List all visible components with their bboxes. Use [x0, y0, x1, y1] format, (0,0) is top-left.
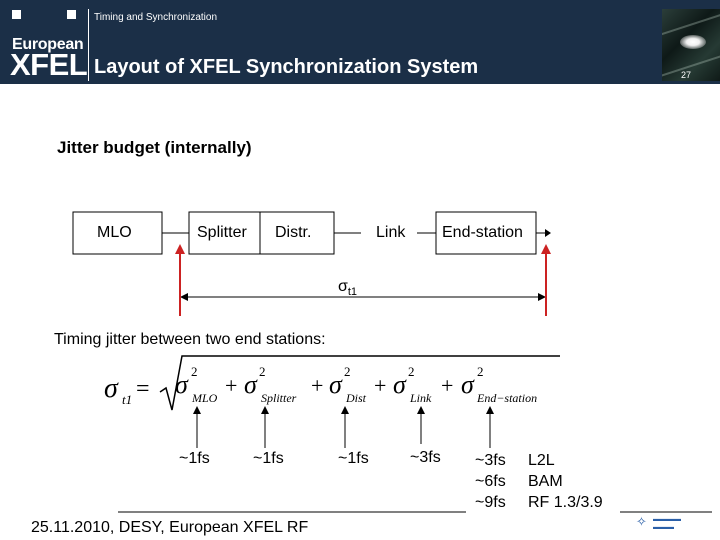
formula-lhs-sub: t1: [122, 392, 132, 407]
logo-text-big: XFEL: [10, 47, 88, 82]
term-sub-splitter: Splitter: [261, 391, 297, 405]
term-plus: +: [374, 373, 386, 398]
formula-equals: =: [136, 376, 150, 402]
logo-square: [12, 10, 21, 19]
formula-lhs: σ: [104, 373, 119, 404]
term-sigma: σ: [461, 370, 475, 399]
method-label: RF 1.3/3.9: [528, 494, 603, 511]
span-arrow-left: [180, 293, 188, 301]
estimate-link: ~3fs: [410, 449, 441, 466]
estimate-splitter: ~1fs: [253, 450, 284, 467]
photo-light: [680, 35, 706, 49]
term-sub-mlo: MLO: [191, 391, 218, 405]
slide-subtitle: Timing and Synchronization: [94, 12, 218, 23]
slide-title: Layout of XFEL Synchronization System: [94, 56, 479, 78]
term-sup: 2: [259, 364, 266, 379]
term-sup: 2: [477, 364, 484, 379]
term-sigma: σ: [244, 370, 258, 399]
title-panel: [88, 9, 663, 81]
block-label-link: Link: [376, 224, 406, 241]
estimate-end-station-list: ~3fs ~6fs ~9fs: [475, 450, 506, 513]
formula-intro: Timing jitter between two end stations:: [54, 331, 326, 348]
term-plus: +: [441, 373, 453, 398]
helmholtz-logo-mark: ▬▬▬▬▬▬▬: [653, 516, 681, 531]
header-photo: [662, 9, 720, 81]
pointer-arrowhead: [486, 406, 494, 414]
logo-square: [67, 10, 76, 19]
formula-terms: σ 2 MLO + σ 2 Splitter + σ 2 Dist + σ 2 …: [175, 364, 537, 405]
term-sub-end-station: End−station: [476, 391, 537, 405]
method-label: BAM: [528, 473, 563, 490]
logo-text-small: European: [12, 36, 84, 53]
term-plus: +: [311, 373, 323, 398]
estimate-dist: ~1fs: [338, 450, 369, 467]
term-sub-link: Link: [409, 391, 432, 405]
term-sup: 2: [344, 364, 351, 379]
formula-radical: [159, 355, 560, 411]
red-arrowhead: [541, 244, 551, 254]
footer-text: 25.11.2010, DESY, European XFEL RF: [31, 519, 309, 536]
term-plus: +: [225, 373, 237, 398]
term-sub-dist: Dist: [345, 391, 367, 405]
span-arrow-right: [538, 293, 546, 301]
estimate-mlo: ~1fs: [179, 450, 210, 467]
end-station-method-list: L2L BAM RF 1.3/3.9: [528, 450, 603, 513]
pointer-arrowhead: [341, 406, 349, 414]
section-heading: Jitter budget (internally): [57, 138, 252, 157]
sigma-subscript: t1: [347, 286, 358, 299]
helmholtz-logo-icon: ✧: [636, 514, 647, 529]
sigma-symbol: σ: [338, 278, 348, 295]
pointer-arrowhead: [261, 406, 269, 414]
term-sup: 2: [191, 364, 198, 379]
block-label-splitter: Splitter: [197, 224, 247, 241]
block-label-distr: Distr.: [275, 224, 312, 241]
term-sigma: σ: [175, 370, 189, 399]
output-arrow: [545, 229, 551, 237]
sigma-t1-label: σt1: [338, 278, 357, 298]
term-sigma: σ: [393, 370, 407, 399]
end-station-value: ~9fs: [475, 494, 506, 511]
term-sigma: σ: [329, 370, 343, 399]
red-arrowhead: [175, 244, 185, 254]
term-sup: 2: [408, 364, 415, 379]
end-station-value: ~3fs: [475, 452, 506, 469]
end-station-value: ~6fs: [475, 473, 506, 490]
method-label: L2L: [528, 452, 555, 469]
pointer-arrowhead: [193, 406, 201, 414]
pointer-arrowhead: [417, 406, 425, 414]
block-label-mlo: MLO: [97, 224, 132, 241]
block-label-end-station: End-station: [442, 224, 523, 241]
page-number: 27: [681, 70, 692, 80]
xfel-logo: European XFEL: [0, 0, 88, 84]
